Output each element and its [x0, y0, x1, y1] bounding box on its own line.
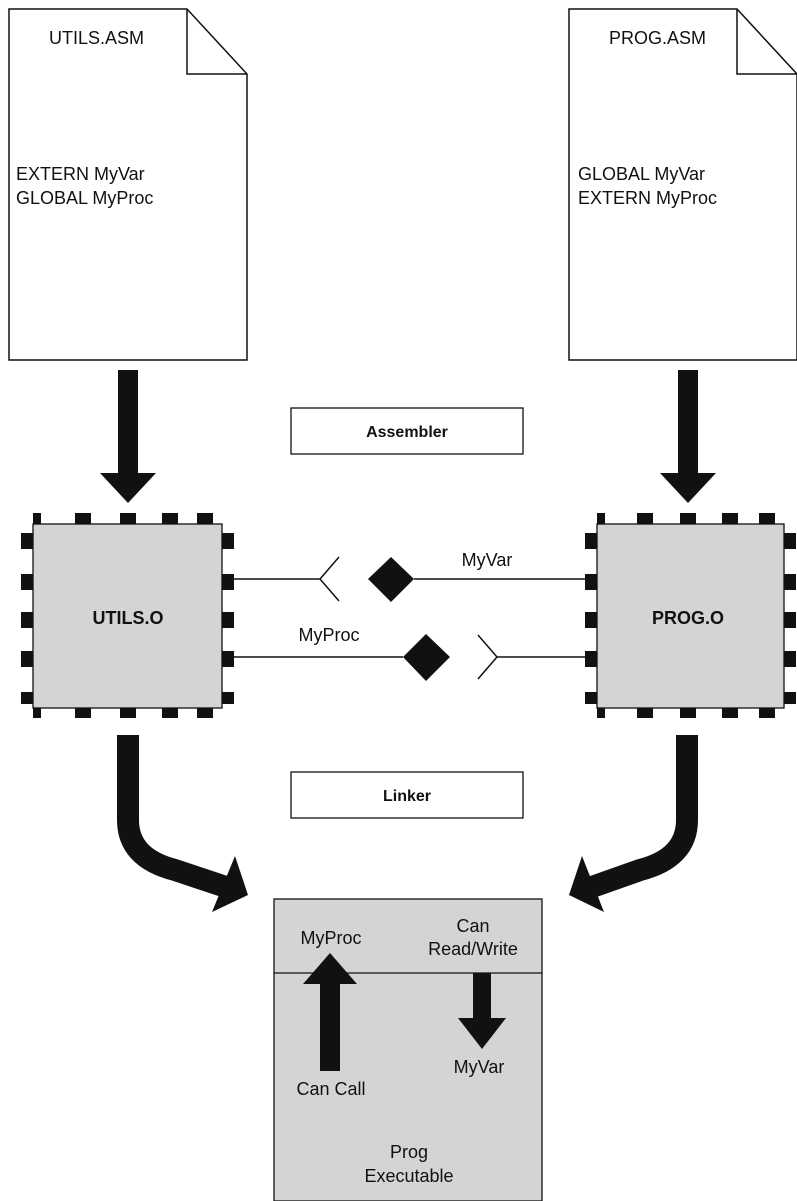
file-prog-line1: GLOBAL MyVar [578, 164, 705, 184]
exe-rw-line1: Can [456, 916, 489, 936]
file-utils-line1: EXTERN MyVar [16, 164, 145, 184]
chip-utils-o: UTILS.O [21, 513, 234, 718]
exe-myproc-label: MyProc [300, 928, 361, 948]
exe-title-line2: Executable [364, 1166, 453, 1186]
linker-label: Linker [383, 788, 431, 805]
file-utils-line2: GLOBAL MyProc [16, 188, 153, 208]
arrow-utils-to-exe [117, 735, 248, 912]
assembler-box: Assembler [290, 407, 524, 455]
exe-call-arrow [303, 953, 357, 1071]
file-utils-asm: UTILS.ASM EXTERN MyVar GLOBAL MyProc [8, 8, 248, 361]
chip-utils-label: UTILS.O [93, 608, 164, 628]
connector-myproc-label: MyProc [298, 625, 359, 645]
exe-rw-line2: Read/Write [428, 939, 518, 959]
file-prog-asm: PROG.ASM GLOBAL MyVar EXTERN MyProc [568, 8, 797, 361]
arrow-utils-to-obj [100, 370, 156, 503]
file-prog-line2: EXTERN MyProc [578, 188, 717, 208]
exe-myvar-label: MyVar [454, 1057, 505, 1077]
exe-can-call-label: Can Call [296, 1079, 365, 1099]
arrow-prog-to-exe [569, 735, 698, 912]
linker-box: Linker [290, 771, 524, 819]
connector-myvar: MyVar [234, 550, 585, 602]
assembler-label: Assembler [366, 424, 448, 441]
file-utils-name: UTILS.ASM [49, 28, 144, 48]
chip-prog-label: PROG.O [652, 608, 724, 628]
connector-myvar-label: MyVar [462, 550, 513, 570]
exe-rw-arrow [458, 973, 506, 1049]
chip-prog-o: PROG.O [585, 513, 796, 718]
file-prog-name: PROG.ASM [609, 28, 706, 48]
arrow-prog-to-obj [660, 370, 716, 503]
exe-title-line1: Prog [390, 1142, 428, 1162]
connector-myproc: MyProc [234, 625, 585, 681]
executable-block: MyProc Can Read/Write MyVar Can Call Pro… [273, 898, 543, 1201]
